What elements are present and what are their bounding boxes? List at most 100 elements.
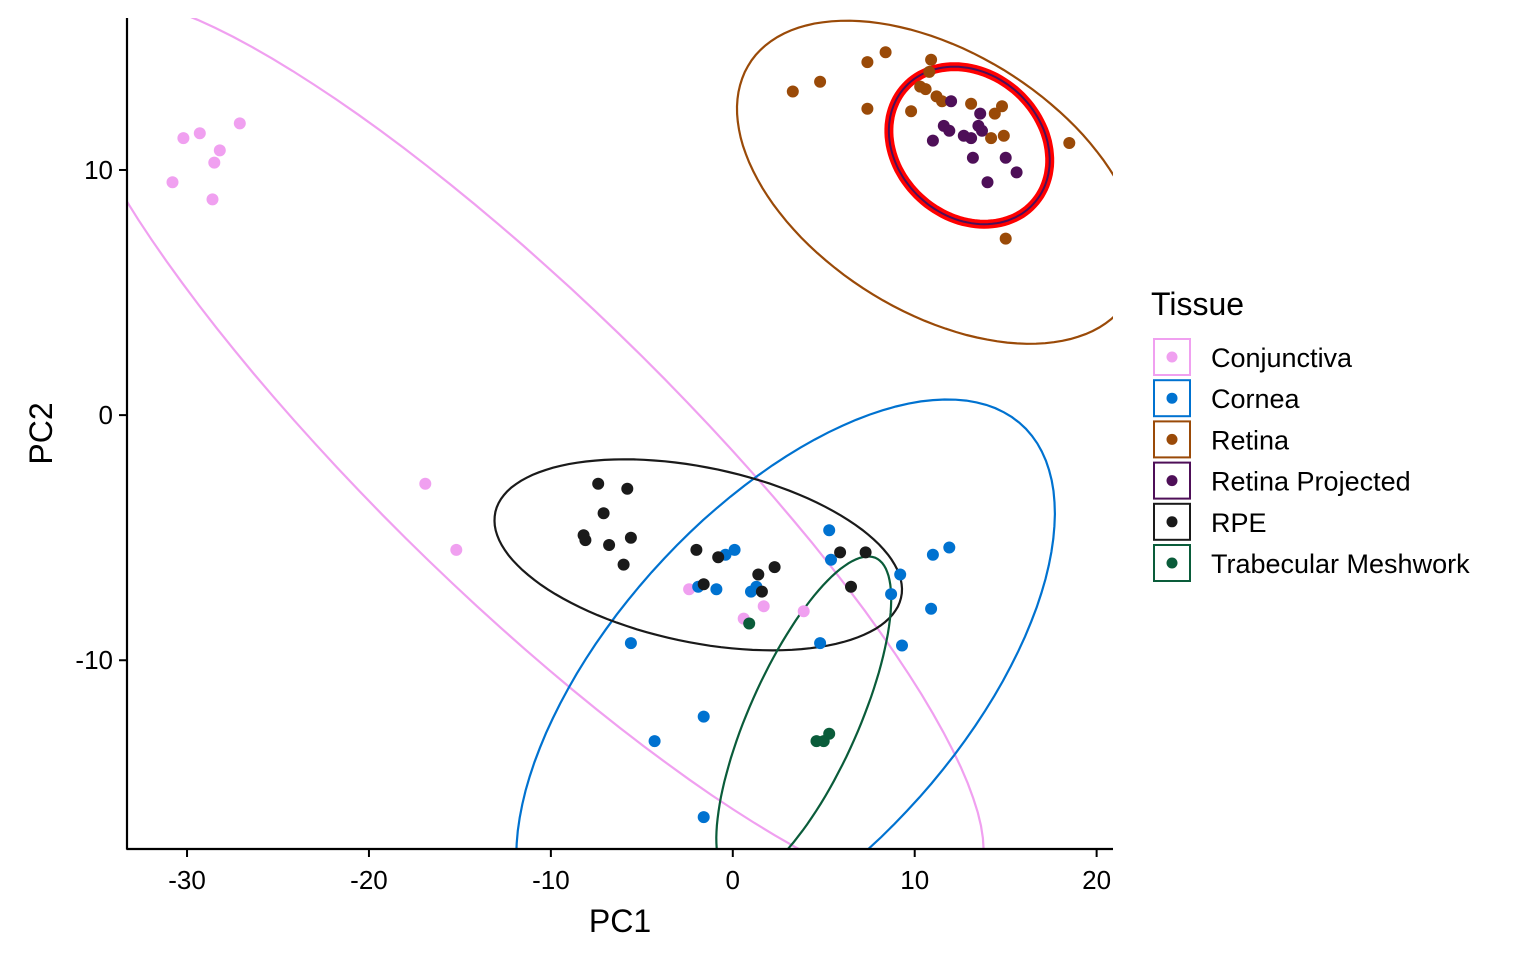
point-rpe <box>617 558 630 571</box>
point-retina <box>879 46 892 59</box>
point-retina <box>919 83 932 96</box>
series-retina <box>786 46 1076 245</box>
point-retina-projected <box>943 124 956 137</box>
point-retina <box>997 129 1010 142</box>
point-retina <box>814 75 827 88</box>
point-retina <box>925 53 938 66</box>
point-retina <box>1063 137 1076 149</box>
point-retina-projected <box>965 132 978 145</box>
y-tick-label: -10 <box>75 645 113 675</box>
point-cornea <box>925 602 938 615</box>
point-rpe <box>859 546 872 559</box>
x-tick-label: 20 <box>1082 865 1111 895</box>
point-retina <box>996 100 1008 113</box>
legend-key-point <box>1166 433 1178 445</box>
legend-label: Cornea <box>1211 384 1301 414</box>
ellipse-retina <box>735 19 1113 345</box>
point-rpe <box>752 568 765 581</box>
point-conjunctiva <box>177 132 190 145</box>
x-tick-label: -30 <box>168 865 206 895</box>
ellipse-rpe <box>493 458 904 652</box>
point-rpe <box>768 561 781 574</box>
y-tick-label: 10 <box>84 155 113 185</box>
ellipse-conjunctiva <box>127 18 985 849</box>
point-conjunctiva <box>206 193 219 206</box>
legend-item-retina-projected: Retina Projected <box>1153 461 1411 500</box>
point-cornea <box>697 811 710 824</box>
point-retina-projected <box>974 107 987 120</box>
x-tick-label: -20 <box>350 865 388 895</box>
ellipse-retina-projected <box>887 65 1051 226</box>
point-retina-projected <box>926 134 939 147</box>
legend-label: Trabecular Meshwork <box>1211 549 1470 579</box>
point-trabecular-meshwork <box>743 617 756 630</box>
x-tick-label: 0 <box>726 865 740 895</box>
point-conjunctiva <box>419 477 432 490</box>
point-retina <box>861 56 874 69</box>
series-trabecular-meshwork <box>743 617 836 748</box>
legend-key-point <box>1166 557 1178 569</box>
y-axis-title: PC2 <box>23 402 59 464</box>
legend-label: Retina <box>1211 425 1290 455</box>
point-retina <box>988 107 1001 120</box>
point-rpe <box>592 477 605 490</box>
point-cornea <box>825 553 837 566</box>
point-conjunctiva <box>213 144 226 157</box>
point-cornea <box>894 568 907 581</box>
point-cornea <box>728 543 741 556</box>
ellipse-cornea <box>515 398 1057 849</box>
series-rpe <box>577 477 872 598</box>
point-retina-projected <box>981 176 994 189</box>
point-trabecular-meshwork <box>823 727 836 740</box>
point-cornea <box>926 548 939 561</box>
point-rpe <box>845 580 857 593</box>
point-rpe <box>621 482 634 495</box>
legend-item-rpe: RPE <box>1153 502 1267 541</box>
point-retina <box>786 85 799 98</box>
y-tick-label: 0 <box>99 400 113 430</box>
legend-label: RPE <box>1211 508 1267 538</box>
point-rpe <box>697 578 710 591</box>
series-cornea <box>624 524 956 824</box>
legend-item-retina: Retina <box>1153 420 1290 459</box>
point-retina <box>923 65 936 78</box>
legend-label: Conjunctiva <box>1211 343 1353 373</box>
point-rpe <box>624 531 637 544</box>
point-conjunctiva <box>193 127 206 140</box>
point-cornea <box>885 588 898 601</box>
point-retina <box>965 97 978 110</box>
series-retina-projected <box>926 95 1023 189</box>
x-tick-label: 10 <box>900 865 929 895</box>
point-cornea <box>823 524 836 537</box>
point-cornea <box>648 735 661 748</box>
point-cornea <box>697 710 710 723</box>
point-rpe <box>834 546 847 559</box>
legend-key-point <box>1166 351 1178 363</box>
legend-key-point <box>1166 516 1178 528</box>
point-retina <box>905 105 918 118</box>
point-cornea <box>710 583 723 596</box>
point-retina <box>999 232 1012 245</box>
point-retina-projected <box>945 95 958 108</box>
legend-key-point <box>1166 475 1178 487</box>
point-retina <box>985 132 998 145</box>
point-cornea <box>814 637 827 650</box>
legend-key-point <box>1166 392 1178 404</box>
point-retina-projected <box>999 151 1012 164</box>
legend-title: Tissue <box>1151 286 1244 322</box>
point-conjunctiva <box>683 583 696 596</box>
point-rpe <box>603 539 616 551</box>
point-conjunctiva <box>233 117 246 130</box>
point-rpe <box>597 507 610 520</box>
point-retina-projected <box>966 151 979 164</box>
point-retina <box>936 95 948 108</box>
point-conjunctiva <box>166 176 179 189</box>
legend-item-conjunctiva: Conjunctiva <box>1153 338 1353 376</box>
point-conjunctiva <box>797 605 810 618</box>
series-conjunctiva <box>166 117 810 625</box>
point-rpe <box>579 534 592 547</box>
legend-item-cornea: Cornea <box>1153 379 1301 418</box>
